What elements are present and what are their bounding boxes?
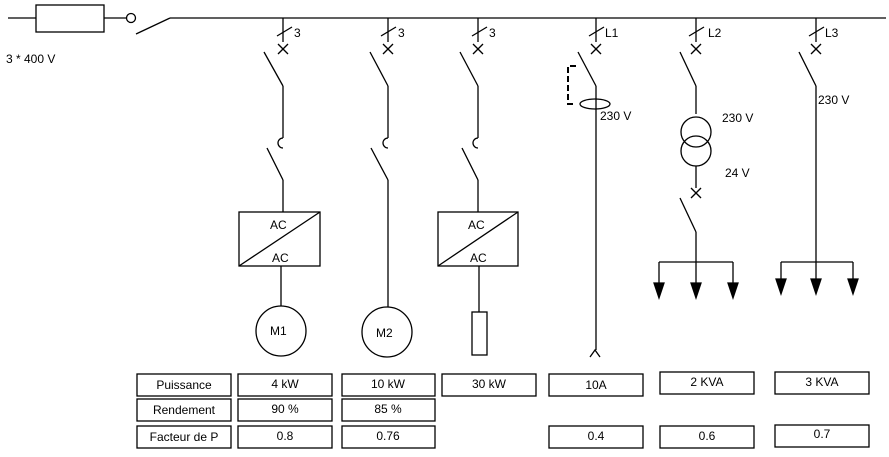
branch-5-phase: L2 xyxy=(708,26,722,40)
branch-3-converter xyxy=(437,211,519,267)
branch-2-poles: 3 xyxy=(398,26,405,40)
branch-2-contactor-blade xyxy=(370,147,389,181)
motor-m2-label: M2 xyxy=(376,326,393,340)
facteur-cell xyxy=(341,425,436,449)
puissance-cell xyxy=(237,373,333,397)
row-label-facteur: Facteur de P xyxy=(150,430,219,444)
motor-m1-icon xyxy=(255,305,307,357)
outgoing-arrow-icon xyxy=(775,278,787,297)
branch-2: 3 M2 xyxy=(361,18,413,358)
puissance-value: 10 kW xyxy=(371,377,406,391)
puissance-cell xyxy=(341,373,436,397)
single-pole-mark-icon xyxy=(688,26,705,37)
three-pole-mark-icon xyxy=(471,26,488,37)
single-pole-mark-icon xyxy=(588,26,605,37)
branch-2-breaker-blade xyxy=(369,51,389,87)
contactor-icon xyxy=(277,137,284,149)
rendement-cell xyxy=(237,398,333,422)
puissance-value: 10A xyxy=(585,378,606,392)
outgoing-arrow-icon xyxy=(690,282,702,301)
row-label-cell xyxy=(136,425,232,449)
facteur-cell xyxy=(548,425,644,449)
facteur-value: 0.8 xyxy=(277,429,294,443)
socket-outlet-icon xyxy=(589,348,601,358)
branch-5-secondary-voltage: 24 V xyxy=(725,166,750,180)
branch-1-poles: 3 xyxy=(294,26,301,40)
branch-1-breaker-blade xyxy=(263,51,284,87)
three-pole-mark-icon xyxy=(276,26,293,37)
branch-1-converter-top: AC xyxy=(270,218,287,232)
supply-voltage-label: 3 * 400 V xyxy=(6,52,55,66)
fuse-symbol xyxy=(35,4,105,33)
branch-5-breaker-blade xyxy=(679,51,697,87)
facteur-cell xyxy=(659,425,755,449)
row-label-puissance: Puissance xyxy=(156,378,212,392)
outgoing-arrow-icon xyxy=(653,282,665,301)
rcd-toroid-icon xyxy=(579,98,611,110)
rendement-value: 85 % xyxy=(374,402,402,416)
facteur-cell xyxy=(774,424,870,448)
outgoing-arrow-icon xyxy=(847,278,859,297)
facteur-value: 0.6 xyxy=(699,429,716,443)
branch-4-voltage: 230 V xyxy=(600,109,631,123)
branch-6: L3 230 V xyxy=(775,18,859,297)
row-label-cell xyxy=(136,373,232,397)
puissance-value: 30 kW xyxy=(472,377,507,391)
puissance-cell xyxy=(774,371,870,395)
facteur-value: 0.4 xyxy=(588,429,605,443)
three-pole-mark-icon xyxy=(380,26,397,37)
motor-m2-icon xyxy=(361,306,413,358)
branch-3-converter-bottom: AC xyxy=(470,251,487,265)
branch-4-phase: L1 xyxy=(605,26,619,40)
puissance-value: 2 KVA xyxy=(690,375,723,389)
row-label-cell xyxy=(136,398,232,422)
branch-1-contactor-blade xyxy=(266,147,284,181)
facteur-cell xyxy=(237,425,333,449)
outgoing-arrow-icon xyxy=(810,278,822,297)
puissance-cell xyxy=(659,371,755,395)
contactor-icon xyxy=(472,137,479,149)
outgoing-arrow-icon xyxy=(727,282,739,301)
isolator-contact-icon xyxy=(125,12,137,24)
branch-6-voltage: 230 V xyxy=(818,93,849,107)
transformer-secondary-icon xyxy=(680,135,712,167)
branch-6-breaker-blade xyxy=(798,51,817,87)
facteur-value: 0.7 xyxy=(814,427,831,441)
rcd-trip-link-icon xyxy=(567,65,576,105)
single-pole-mark-icon xyxy=(808,26,825,37)
branch-3-converter-top: AC xyxy=(468,218,485,232)
branch-5: L2 230 V 24 V xyxy=(653,18,753,301)
puissance-value: 4 kW xyxy=(271,377,299,391)
motor-m1-label: M1 xyxy=(270,324,287,338)
branch-1: 3 AC AC M1 xyxy=(238,18,321,357)
supply-section: 3 * 400 V xyxy=(6,4,886,66)
branch-6-phase: L3 xyxy=(825,26,839,40)
branch-1-converter-bottom: AC xyxy=(272,251,289,265)
branch-5-secondary-breaker-blade xyxy=(679,197,697,233)
branch-3-poles: 3 xyxy=(489,26,496,40)
branch-4: L1 230 V xyxy=(567,18,631,358)
branch-3: 3 AC AC xyxy=(437,18,519,356)
branch-3-breaker-blade xyxy=(459,51,479,87)
branch-5-primary-voltage: 230 V xyxy=(722,111,753,125)
rendement-value: 90 % xyxy=(271,402,299,416)
puissance-value: 3 KVA xyxy=(805,375,838,389)
puissance-cell xyxy=(441,373,537,397)
transformer-primary-icon xyxy=(680,116,712,148)
branch-1-converter xyxy=(238,211,321,267)
row-label-rendement: Rendement xyxy=(153,403,216,417)
puissance-cell xyxy=(548,373,644,397)
main-switch-blade xyxy=(135,17,171,35)
rendement-cell xyxy=(341,398,436,422)
contactor-icon xyxy=(382,137,389,149)
facteur-value: 0.76 xyxy=(376,429,400,443)
branch-3-contactor-blade xyxy=(461,147,479,181)
resistor-icon xyxy=(471,311,488,356)
load-table: Puissance Rendement Facteur de P 4 kW 10… xyxy=(136,371,870,449)
branch-4-breaker-blade xyxy=(577,51,597,87)
